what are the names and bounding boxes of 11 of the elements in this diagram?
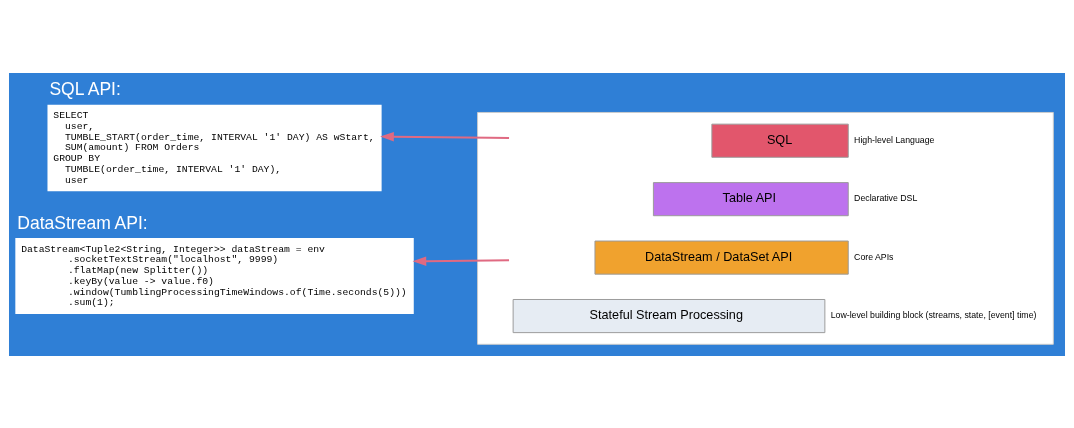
node-label: High-level Language <box>854 134 935 145</box>
node-box: SELECT user, TUMBLE_START(order_time, INTERVAL '1' DAY) AS wStart, SUM(amount) FROM Orders GROUP BY TUMBLE(order_time, INTERVAL '1' DAY), user <box>47 104 382 191</box>
arrow <box>380 131 511 142</box>
node-label: Declarative DSL <box>854 192 918 203</box>
node-label: SQL API: <box>49 78 121 99</box>
arrow <box>412 255 511 266</box>
node-box: DataStream<Tuple2<String, Integer>> dataStream = env .socketTextStream("localhost", 9999) .flatMap(new Splitter()) .keyBy(value -> value.f0) .window(TumblingProcessingTimeWindows.of(Time.seconds(5))) .sum(1); <box>15 237 414 314</box>
node-label: Core APIs <box>854 251 894 262</box>
node-label: Low-level building block (streams, state, [event] time) <box>830 309 1037 320</box>
cluster <box>477 111 1054 345</box>
node-label: DataStream API: <box>17 212 148 233</box>
